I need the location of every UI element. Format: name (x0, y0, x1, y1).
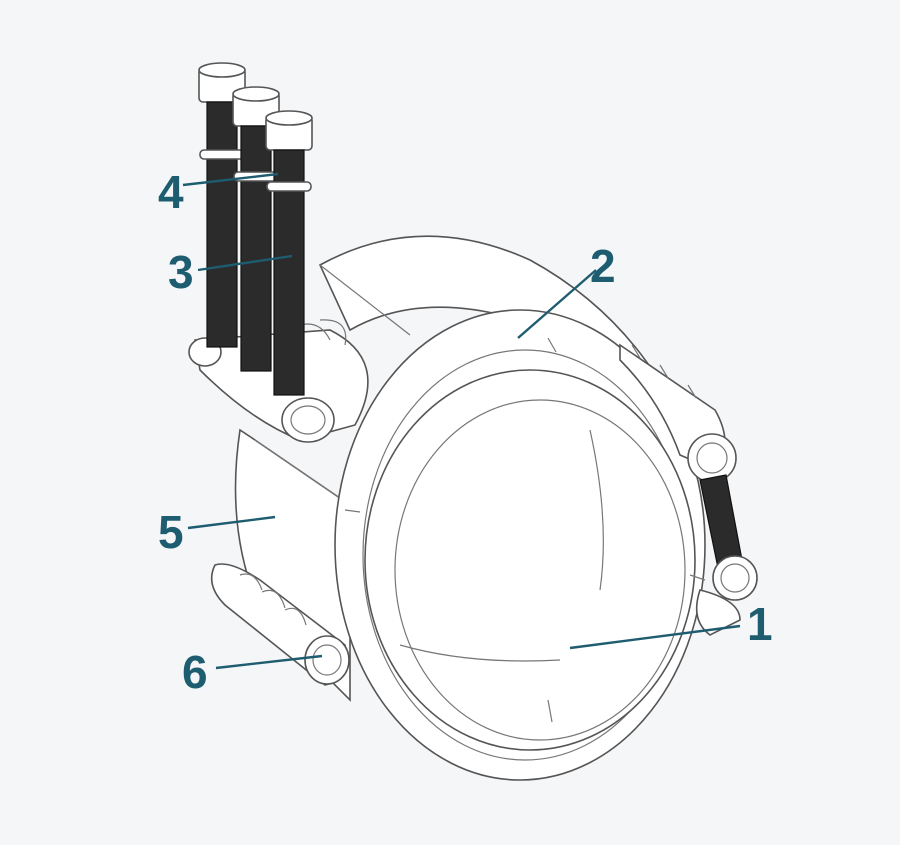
gasket-liner (364, 369, 696, 751)
callout-3: 3 (168, 246, 194, 298)
callout-leaders (182, 172, 741, 670)
bolt-3 (265, 110, 313, 396)
callout-6: 6 (182, 646, 208, 698)
leader-1 (569, 624, 741, 650)
leader-2 (517, 269, 597, 339)
callout-2: 2 (590, 240, 616, 292)
bolt-1 (198, 62, 246, 348)
housing-split-lines (344, 337, 706, 723)
callout-4: 4 (158, 166, 184, 218)
callout-5: 5 (158, 506, 184, 558)
lower-lug-rod (210, 563, 350, 686)
callout-1: 1 (747, 598, 773, 650)
leader-4 (182, 172, 279, 187)
right-lug-assembly (619, 343, 758, 636)
leader-6 (215, 654, 323, 670)
callout-labels: 1 2 3 4 5 6 (158, 166, 773, 698)
leader-5 (187, 515, 276, 530)
leader-3 (197, 254, 293, 272)
bolt-2 (232, 86, 280, 372)
